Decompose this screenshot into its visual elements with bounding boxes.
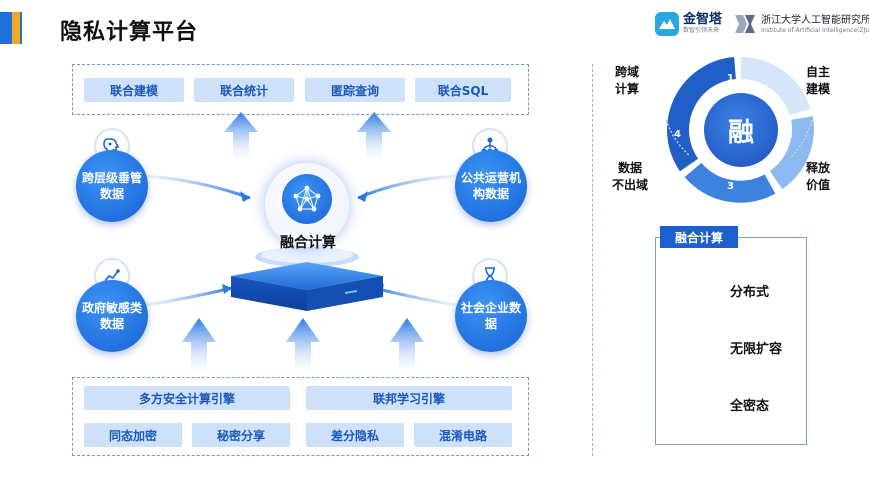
feature-fully-encrypted: 全密态	[670, 386, 800, 422]
side-arrow-top-right	[357, 174, 456, 202]
ring-step-1: 1	[727, 73, 734, 84]
up-arrow-bottom-right	[390, 318, 424, 375]
engine-federated-learning: 联邦学习引擎	[306, 386, 512, 410]
source-government: 政府敏感类数据	[76, 280, 148, 352]
section-divider	[592, 64, 593, 456]
core-label: 融合计算	[280, 235, 336, 251]
ring-label-autonomous-modeling: 自主 建模	[806, 65, 831, 96]
source-cross-level: 跨层级垂管数据	[76, 150, 148, 222]
feature-distributed-label: 分布式	[730, 284, 770, 300]
tech-homomorphic-encryption: 同态加密	[84, 423, 182, 447]
source-enterprise-label: 社会企业数据	[461, 301, 522, 331]
ring-step-2: 2	[786, 129, 793, 140]
fusion-features-panel	[655, 237, 807, 445]
tech-secret-sharing: 秘密分享	[192, 423, 290, 447]
fusion-core	[265, 163, 349, 247]
feature-fully-encrypted-label: 全密态	[730, 398, 770, 414]
feature-distributed: 分布式	[670, 272, 800, 308]
network-icon	[282, 174, 332, 224]
ring-step-3: 3	[727, 181, 734, 192]
side-arrow-bottom-right	[373, 284, 456, 307]
zju-ai-logo: 浙江大学人工智能研究所 Institute of Artificial Inte…	[733, 12, 869, 36]
core-platform	[231, 247, 383, 311]
page-title: 隐私计算平台	[60, 20, 199, 45]
panel-title: 融合计算	[660, 226, 738, 248]
up-arrow-top-left	[224, 112, 258, 162]
up-arrow-bottom-left	[182, 318, 216, 375]
side-arrow-top-left	[145, 174, 251, 202]
up-arrow-top-right	[357, 112, 391, 162]
ring-label-release-value: 释放 价值	[806, 161, 831, 192]
ring-label-cross-domain: 跨域 计算	[615, 65, 640, 96]
source-government-label: 政府敏感类数据	[82, 301, 143, 331]
applications-container	[72, 64, 529, 115]
source-public-operators: 公共运营机构数据	[455, 150, 527, 222]
side-arrow-bottom-left	[145, 284, 233, 307]
app-joint-sql: 联合SQL	[415, 78, 511, 102]
source-public-operators-label: 公共运营机构数据	[461, 171, 522, 201]
ring-center: 融	[704, 93, 778, 167]
source-enterprise: 社会企业数据	[455, 280, 527, 352]
app-anonymous-query: 匿踪查询	[305, 78, 405, 102]
engine-mpc: 多方安全计算引擎	[84, 386, 290, 410]
jinzhita-logo-icon	[655, 12, 679, 36]
tech-differential-privacy: 差分隐私	[306, 423, 404, 447]
app-joint-statistics: 联合统计	[194, 78, 294, 102]
tech-garbled-circuit: 混淆电路	[414, 423, 512, 447]
source-cross-level-label: 跨层级垂管数据	[82, 171, 143, 201]
up-arrow-bottom-center	[286, 318, 320, 375]
jinzhita-logo: 金智塔 数智引领未来	[655, 12, 722, 36]
zju-ai-logo-icon	[735, 15, 755, 33]
feature-unlimited-scaling: 无限扩容	[670, 329, 800, 365]
logo2-name: 浙江大学人工智能研究所	[761, 14, 869, 26]
app-joint-modeling: 联合建模	[84, 78, 184, 102]
logo2-subtitle: Institute of Artificial Intelligence(ZJU…	[761, 26, 869, 34]
ring-label-data-stays: 数据 不出域	[612, 161, 649, 192]
logo1-subtitle: 数智引领未来	[683, 27, 720, 34]
logo1-name: 金智塔	[683, 12, 723, 27]
ring-step-4: 4	[674, 129, 681, 140]
fusion-cycle-ring	[665, 57, 814, 203]
engines-container	[72, 377, 529, 456]
title-accent-bar	[0, 12, 22, 44]
feature-unlimited-scaling-label: 无限扩容	[730, 341, 783, 357]
